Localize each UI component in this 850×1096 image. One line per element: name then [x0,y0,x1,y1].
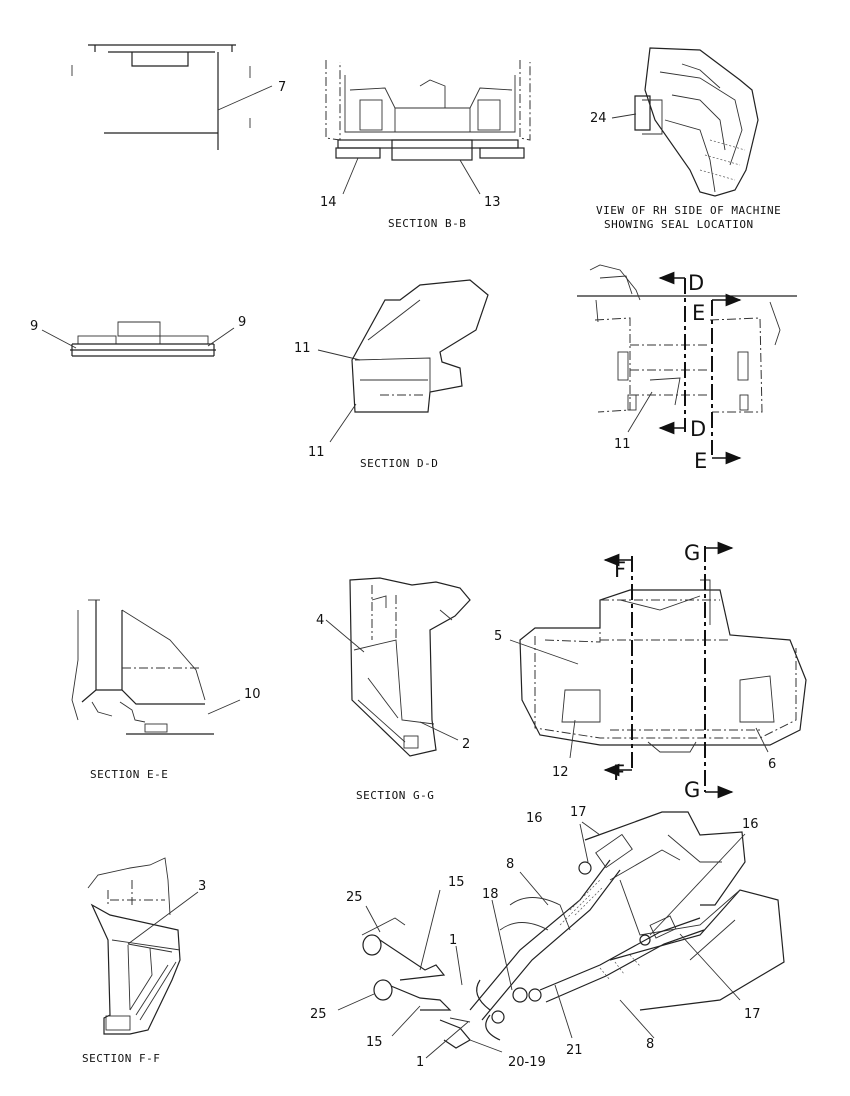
callout-24: 24 [590,111,607,126]
callout-13: 13 [484,195,501,210]
callout-20-19: 20-19 [508,1055,546,1070]
callout-25-b: 25 [310,1007,327,1022]
hose-assembly: 25 25 15 15 1 1 18 8 8 16 16 17 17 21 20… [310,805,785,1070]
plan-view-de: D D E E 11 [577,264,797,473]
marker-f-bottom: F [613,761,625,785]
marker-f-top: F [614,558,626,582]
callout-9-left: 9 [30,319,38,334]
plan-view-fg: F F G G 5 12 6 [494,541,807,802]
callout-7: 7 [278,80,286,95]
marker-d-top: D [688,271,704,295]
callout-15-a: 15 [448,875,465,890]
detail-seal-9: 9 9 [30,315,246,357]
callout-11-a: 11 [294,341,311,356]
caption-section-gg: SECTION G-G [356,789,434,802]
callout-12: 12 [552,765,569,780]
callout-6: 6 [768,757,776,772]
callout-8-b: 8 [646,1037,654,1052]
section-gg: 4 2 SECTION G-G [316,577,471,802]
caption-rh-view-line2: SHOWING SEAL LOCATION [604,218,754,231]
callout-16-a: 16 [526,811,543,826]
callout-1-b: 1 [416,1055,424,1070]
caption-rh-view-line1: VIEW OF RH SIDE OF MACHINE [596,204,781,217]
section-bb: 14 13 SECTION B-B [320,60,531,230]
section-dd: 11 11 SECTION D-D [294,279,489,470]
callout-17-a: 17 [570,805,587,820]
callout-5: 5 [494,629,502,644]
callout-2: 2 [462,737,470,752]
callout-3: 3 [198,879,206,894]
callout-16-b: 16 [742,817,759,832]
callout-25-a: 25 [346,890,363,905]
caption-section-dd: SECTION D-D [360,457,438,470]
callout-18: 18 [482,887,499,902]
caption-section-bb: SECTION B-B [388,217,466,230]
caption-section-ee: SECTION E-E [90,768,168,781]
section-ff: 3 SECTION F-F [82,857,206,1065]
rh-side-view: 24 VIEW OF RH SIDE OF MACHINE SHOWING SE… [590,47,781,231]
marker-e-top: E [692,301,705,325]
callout-10: 10 [244,687,261,702]
marker-e-bottom: E [694,449,707,473]
detail-seal-7: 7 [71,44,286,150]
callout-15-b: 15 [366,1035,383,1050]
callout-21: 21 [566,1043,583,1058]
callout-1-a: 1 [449,933,457,948]
callout-9-right: 9 [238,315,246,330]
callout-4: 4 [316,613,324,628]
marker-g-bottom: G [684,778,700,802]
callout-11-c: 11 [614,437,631,452]
callout-17-b: 17 [744,1007,761,1022]
callout-11-b: 11 [308,445,325,460]
callout-8-a: 8 [506,857,514,872]
caption-section-ff: SECTION F-F [82,1052,160,1065]
callout-14: 14 [320,195,337,210]
marker-d-bottom: D [690,417,706,441]
section-ee: 10 SECTION E-E [71,599,261,781]
marker-g-top: G [684,541,700,565]
